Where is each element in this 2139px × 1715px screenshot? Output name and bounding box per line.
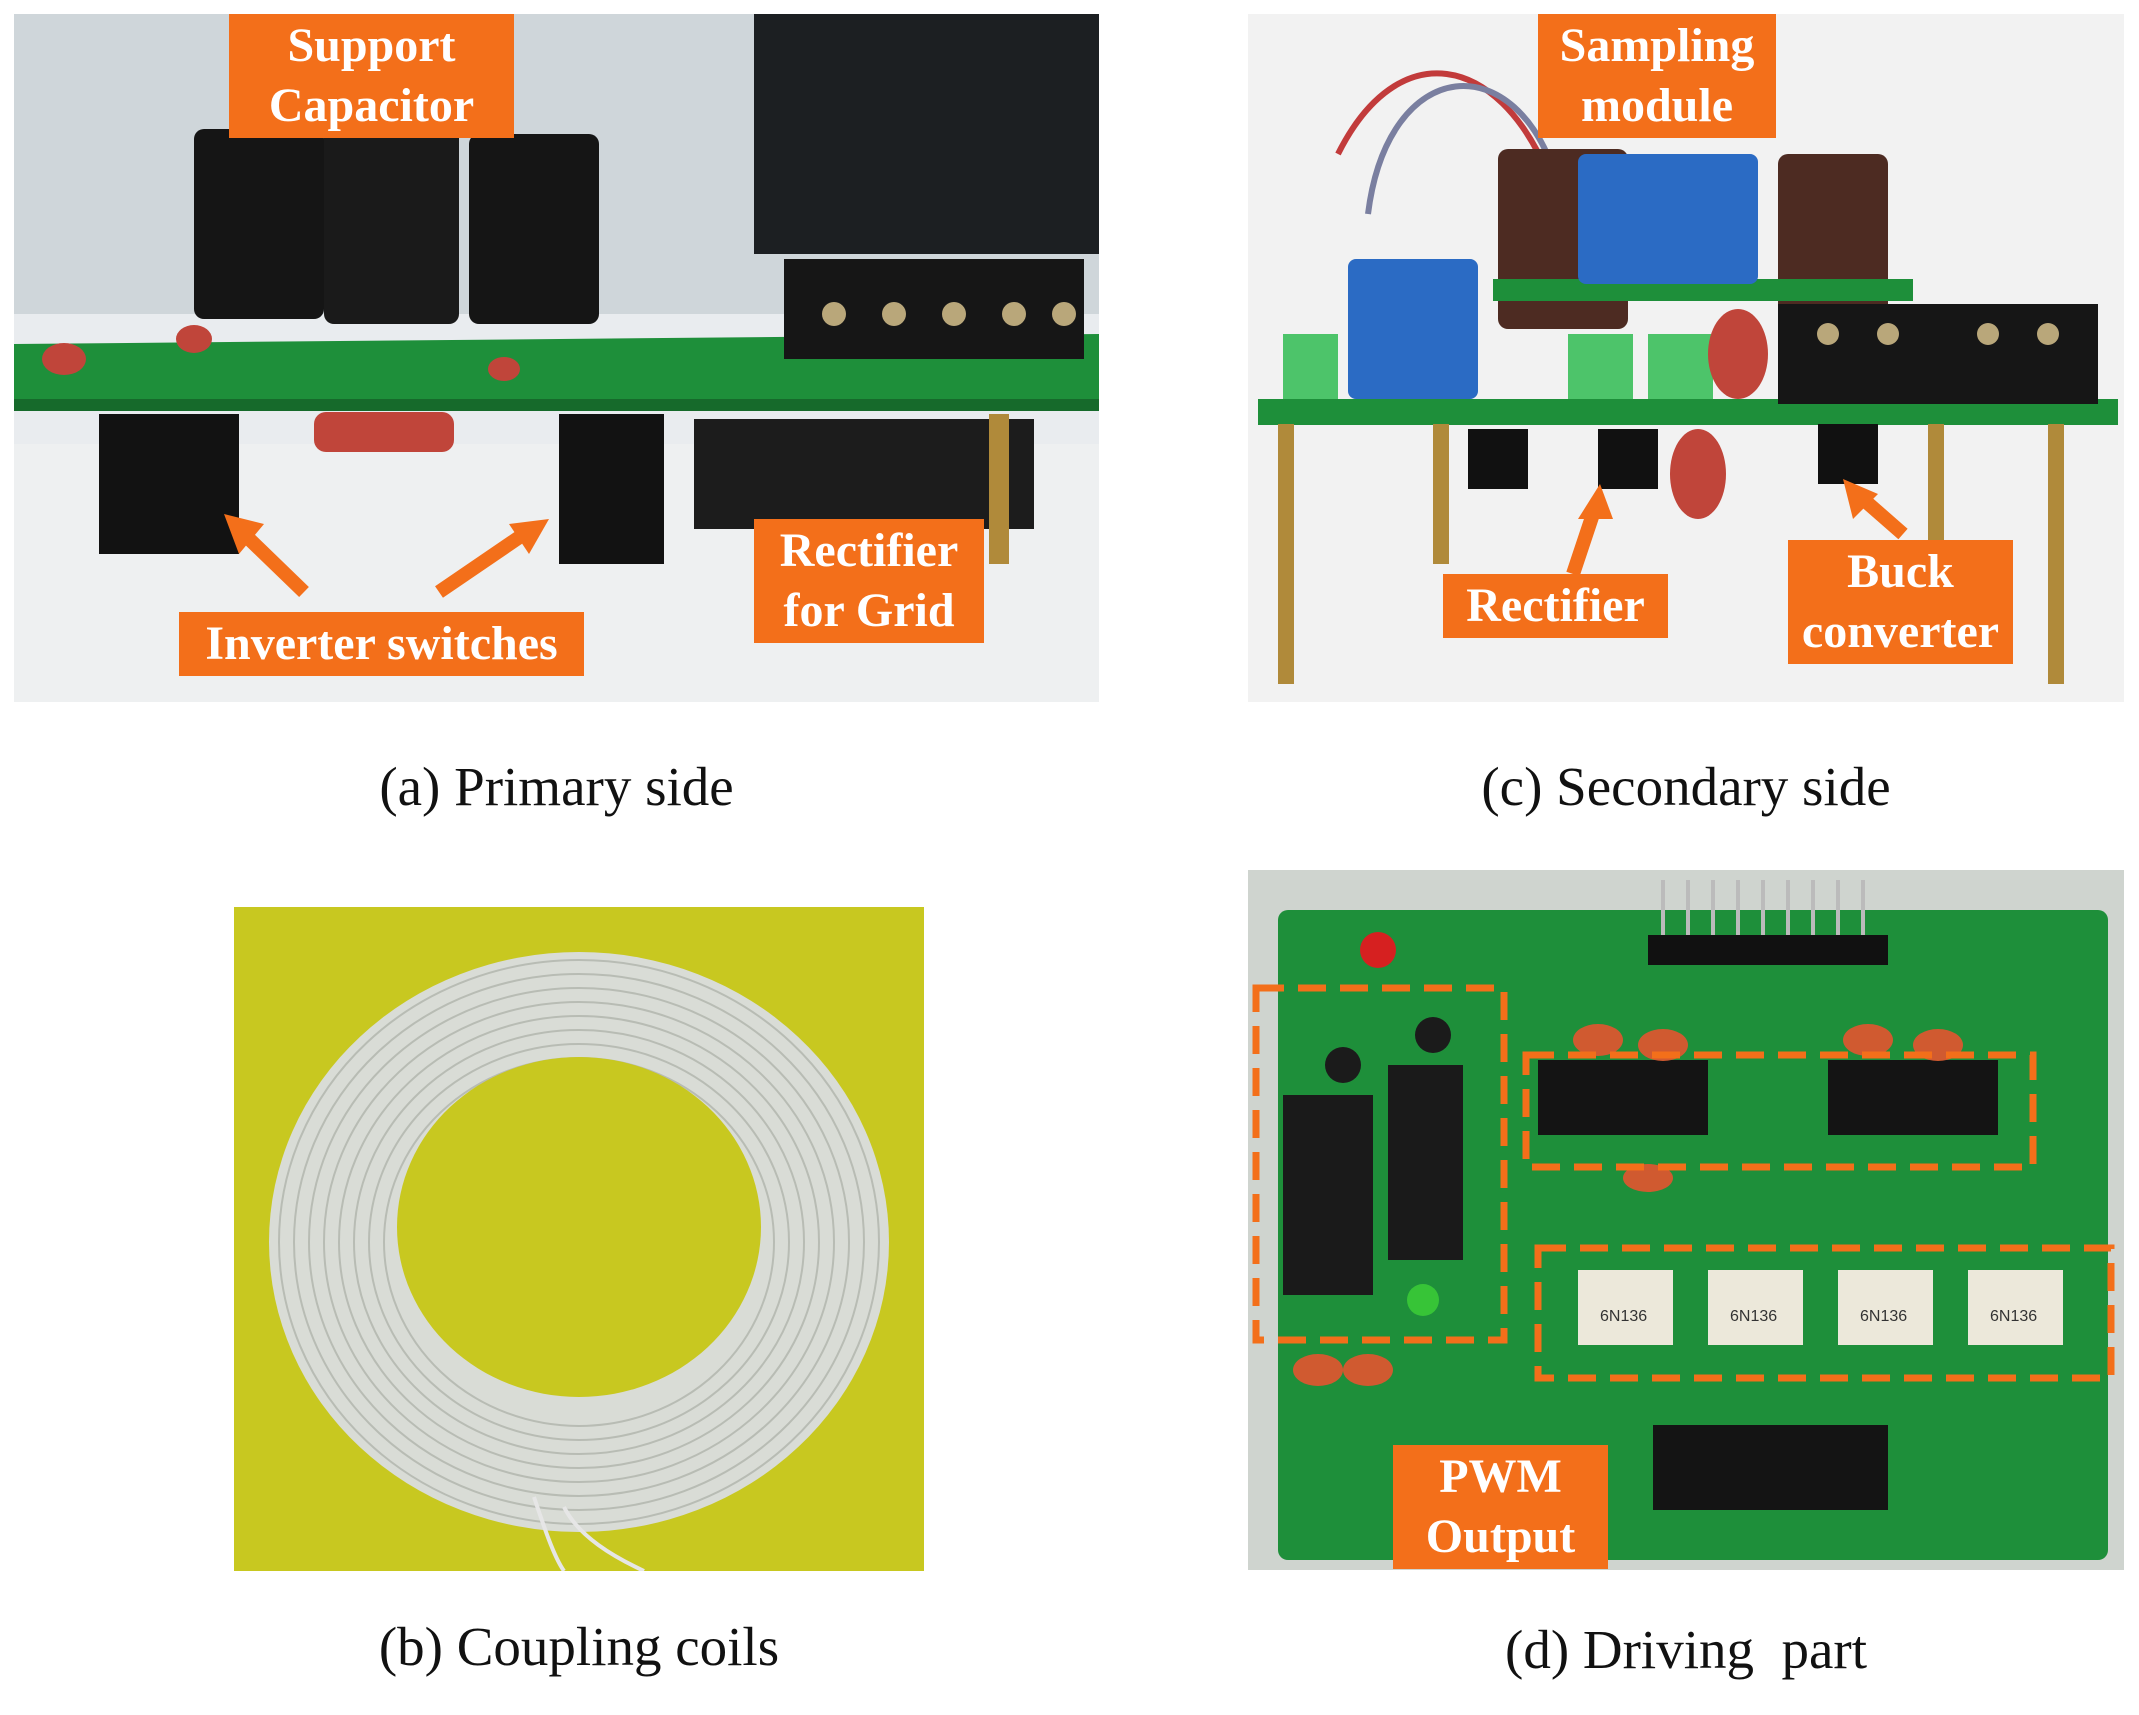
rectifier-for-grid-label: Rectifier for Grid [754, 519, 984, 643]
opto-marking-3: 6N136 [1860, 1308, 1908, 1325]
panel-secondary-side: Sampling module Rectifier Buck converter [1248, 14, 2124, 702]
panel-coupling-coils [234, 907, 924, 1571]
driving-part-photo [1248, 870, 2124, 1570]
opto-marking-4: 6N136 [1990, 1308, 2038, 1325]
caption-secondary-side: (c) Secondary side [1481, 756, 1891, 817]
coupling-coils-photo [234, 907, 924, 1571]
inverter-switches-label: Inverter switches [179, 612, 584, 676]
caption-coupling-coils: (b) Coupling coils [378, 1616, 780, 1677]
panel-driving-part: 6N136 6N136 6N136 6N136 PWM Output [1248, 870, 2124, 1570]
rectifier-label: Rectifier [1443, 574, 1668, 638]
primary-side-photo [14, 14, 1099, 702]
panel-primary-side: Support Capacitor Inverter switches Rect… [14, 14, 1099, 702]
caption-primary-side: (a) Primary side [379, 756, 734, 817]
support-capacitor-label: Support Capacitor [229, 14, 514, 138]
pwm-output-label: PWM Output [1393, 1445, 1608, 1569]
opto-marking-2: 6N136 [1730, 1308, 1778, 1325]
opto-marking-1: 6N136 [1600, 1308, 1648, 1325]
buck-converter-label: Buck converter [1788, 540, 2013, 664]
sampling-module-label: Sampling module [1538, 14, 1776, 138]
caption-driving-part: (d) Driving part [1505, 1619, 1867, 1680]
